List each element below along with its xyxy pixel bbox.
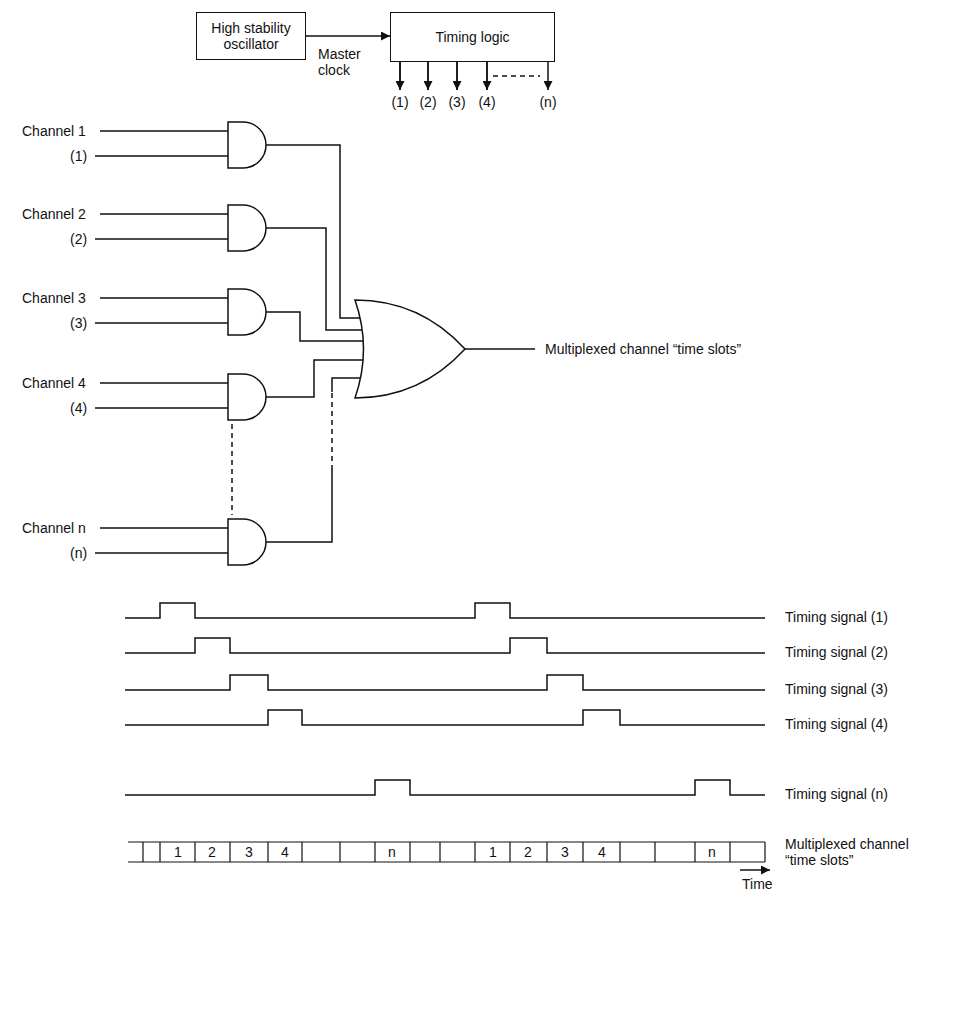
- timing-output-arrow: [456, 62, 458, 90]
- timing-output-label: (1): [391, 94, 408, 110]
- slot-number: 1: [174, 844, 182, 860]
- slot-number: 2: [208, 844, 216, 860]
- slot-number: 3: [245, 844, 253, 860]
- gate-output-wire: [266, 145, 360, 318]
- timing-input-label: (3): [70, 315, 87, 331]
- gate-output-wire: [266, 360, 363, 397]
- channel-label: Channel 1: [22, 123, 86, 139]
- timing-waveform: [125, 638, 765, 653]
- timing-waveform: [125, 603, 765, 618]
- timing-output-arrow: [486, 62, 488, 90]
- signal-name: Timing signal (3): [785, 681, 888, 697]
- slot-divider: [143, 842, 765, 862]
- output-wire: [465, 348, 535, 350]
- dashed-wire: [331, 392, 333, 470]
- output-label: Multiplexed channel “time slots”: [545, 341, 741, 357]
- box-text: High stability oscillator: [205, 20, 297, 52]
- gate-output-wire: [266, 312, 363, 341]
- timing-input-label: (n): [70, 545, 87, 561]
- timing-output-arrow: [547, 62, 549, 90]
- timing-output-label: (2): [419, 94, 436, 110]
- or-gate-symbol: [355, 300, 465, 398]
- timing-input-label: (2): [70, 231, 87, 247]
- and-gate-symbol: [228, 122, 266, 168]
- gate-output-wire: [266, 228, 362, 330]
- slot-number: n: [708, 844, 716, 860]
- timing-output-label: (4): [478, 94, 495, 110]
- time-arrow: [740, 869, 770, 871]
- timing-output-arrow: [399, 62, 401, 90]
- gate-output-wire: [332, 378, 360, 392]
- axis-label: Time: [742, 876, 773, 892]
- and-gate-symbol: [228, 519, 266, 565]
- channel-label: Channel 4: [22, 375, 86, 391]
- timing-waveform: [125, 675, 765, 690]
- and-gate-symbol: [228, 205, 266, 251]
- clock-connector: [306, 35, 390, 37]
- slot-number: 2: [524, 844, 532, 860]
- and-gate-symbol: [228, 289, 266, 335]
- connector-label: Master clock: [316, 46, 388, 78]
- signal-name: Timing signal (n): [785, 786, 888, 802]
- slot-number: 1: [489, 844, 497, 860]
- channel-label: Channel 3: [22, 290, 86, 306]
- slot-number: 4: [598, 844, 606, 860]
- channel-label: Channel 2: [22, 206, 86, 222]
- timing-output-arrow: [427, 62, 429, 90]
- timing-output-wire: [400, 62, 487, 90]
- slot-number: n: [388, 844, 396, 860]
- timing-output-label: (n): [539, 94, 556, 110]
- timing-logic-box: Timing logic: [390, 12, 555, 62]
- row-label: Multiplexed channel “time slots”: [785, 836, 935, 868]
- slot-number: 3: [561, 844, 569, 860]
- timing-waveform: [125, 710, 765, 725]
- input-wire: [95, 131, 228, 553]
- box-text: Timing logic: [435, 29, 509, 45]
- slot-row-border: [128, 842, 765, 862]
- oscillator-box: High stability oscillator: [196, 12, 306, 60]
- slot-number: 4: [281, 844, 289, 860]
- signal-name: Timing signal (1): [785, 609, 888, 625]
- dashed-wire: [493, 75, 540, 77]
- signal-name: Timing signal (2): [785, 644, 888, 660]
- signal-name: Timing signal (4): [785, 716, 888, 732]
- channel-label: Channel n: [22, 520, 86, 536]
- timing-input-label: (1): [70, 148, 87, 164]
- timing-output-label: (3): [448, 94, 465, 110]
- and-gate-symbol: [228, 374, 266, 420]
- dashed-wire: [231, 424, 233, 515]
- gate-output-wire: [266, 470, 332, 542]
- timing-waveform: [125, 780, 765, 795]
- timing-input-label: (4): [70, 400, 87, 416]
